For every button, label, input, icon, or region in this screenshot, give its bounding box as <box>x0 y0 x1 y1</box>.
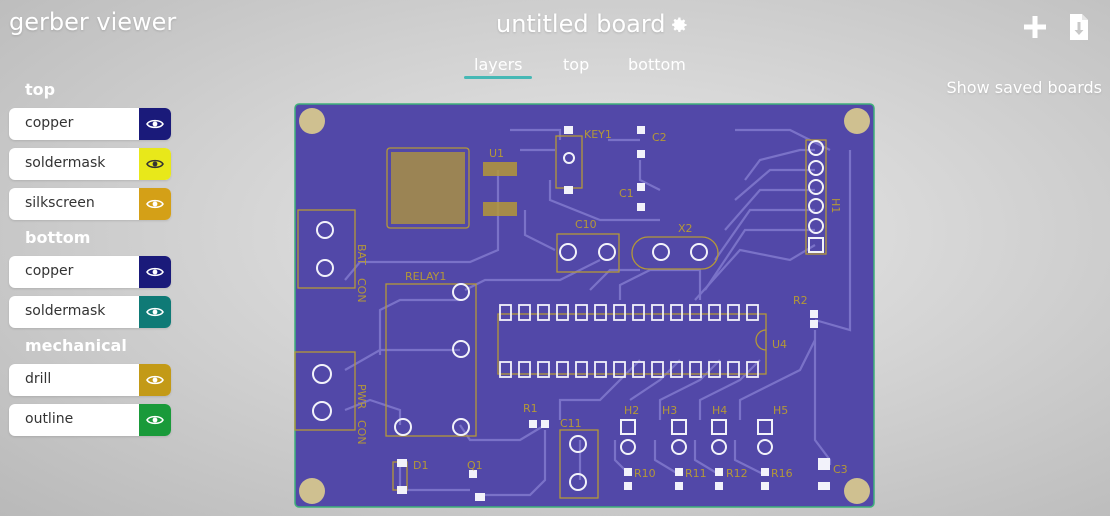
board-outline <box>294 103 875 508</box>
label-bat: BAT <box>355 244 368 265</box>
label-r11: R11 <box>685 467 707 480</box>
label-h3: H3 <box>662 404 677 417</box>
label-h5: H5 <box>773 404 788 417</box>
label-c11: C11 <box>560 417 582 430</box>
layer-label: copper <box>25 263 74 279</box>
mount-hole <box>844 478 870 504</box>
eye-icon <box>146 159 164 169</box>
label-con: CON <box>355 278 368 303</box>
label-pwr: PWR <box>355 384 368 410</box>
label-c2: C2 <box>652 131 667 144</box>
pcb-render[interactable]: KEY1 C2 U1 C1 C10 X2 H1 BAT CON RELAY1 R… <box>294 103 875 508</box>
layer-outline[interactable]: outline <box>9 404 171 436</box>
label-con-2: CON <box>355 420 368 445</box>
label-d1: D1 <box>413 459 428 472</box>
label-relay1: RELAY1 <box>405 270 446 283</box>
layer-top-silkscreen[interactable]: silkscreen <box>9 188 171 220</box>
add-board-icon[interactable] <box>1022 14 1048 40</box>
label-c10: C10 <box>575 218 597 231</box>
label-h2: H2 <box>624 404 639 417</box>
round-pads <box>312 140 824 491</box>
visibility-toggle[interactable] <box>139 364 171 396</box>
label-r12: R12 <box>726 467 748 480</box>
copper-traces <box>344 128 852 497</box>
label-r16: R16 <box>771 467 793 480</box>
label-r10: R10 <box>634 467 656 480</box>
eye-icon <box>146 415 164 425</box>
label-u1: U1 <box>489 147 504 160</box>
label-c3: C3 <box>833 463 848 476</box>
layer-label: drill <box>25 371 52 387</box>
eye-icon <box>146 267 164 277</box>
layer-top-copper[interactable]: copper <box>9 108 171 140</box>
label-h1: H1 <box>829 198 842 213</box>
label-x2: X2 <box>678 222 693 235</box>
square-pads <box>620 237 824 435</box>
tab-top[interactable]: top <box>563 55 590 74</box>
group-mechanical-heading: mechanical <box>25 336 127 355</box>
eye-icon <box>146 307 164 317</box>
mount-hole <box>299 478 325 504</box>
visibility-toggle[interactable] <box>139 108 171 140</box>
visibility-toggle[interactable] <box>139 256 171 288</box>
eye-icon <box>146 199 164 209</box>
label-u4: U4 <box>772 338 787 351</box>
smd-pads <box>397 126 830 501</box>
show-saved-boards-link[interactable]: Show saved boards <box>946 78 1103 97</box>
board-title[interactable]: untitled board <box>496 10 666 38</box>
layer-label: soldermask <box>25 303 106 319</box>
download-icon[interactable] <box>1068 13 1090 41</box>
layer-top-soldermask[interactable]: soldermask <box>9 148 171 180</box>
u1-pin <box>483 162 517 176</box>
group-bottom-heading: bottom <box>25 228 91 247</box>
visibility-toggle[interactable] <box>139 148 171 180</box>
layer-bottom-soldermask[interactable]: soldermask <box>9 296 171 328</box>
gear-icon[interactable] <box>669 14 689 34</box>
tab-bottom[interactable]: bottom <box>628 55 686 74</box>
label-c1: C1 <box>619 187 634 200</box>
layer-label: silkscreen <box>25 195 95 211</box>
layer-label: soldermask <box>25 155 106 171</box>
u4-pads <box>499 304 759 378</box>
label-r1: R1 <box>523 402 538 415</box>
label-q1: Q1 <box>467 459 483 472</box>
u1-pin <box>483 202 517 216</box>
app-title: gerber viewer <box>9 8 177 36</box>
mount-hole <box>844 108 870 134</box>
visibility-toggle[interactable] <box>139 296 171 328</box>
group-top-heading: top <box>25 80 56 99</box>
tab-layers[interactable]: layers <box>463 55 534 79</box>
layer-label: copper <box>25 115 74 131</box>
label-r2: R2 <box>793 294 808 307</box>
eye-icon <box>146 375 164 385</box>
label-h4: H4 <box>712 404 727 417</box>
visibility-toggle[interactable] <box>139 188 171 220</box>
mount-hole <box>299 108 325 134</box>
eye-icon <box>146 119 164 129</box>
layer-label: outline <box>25 411 74 427</box>
u1-body <box>391 152 465 224</box>
visibility-toggle[interactable] <box>139 404 171 436</box>
layer-bottom-copper[interactable]: copper <box>9 256 171 288</box>
layer-drill[interactable]: drill <box>9 364 171 396</box>
label-key1: KEY1 <box>584 128 612 141</box>
